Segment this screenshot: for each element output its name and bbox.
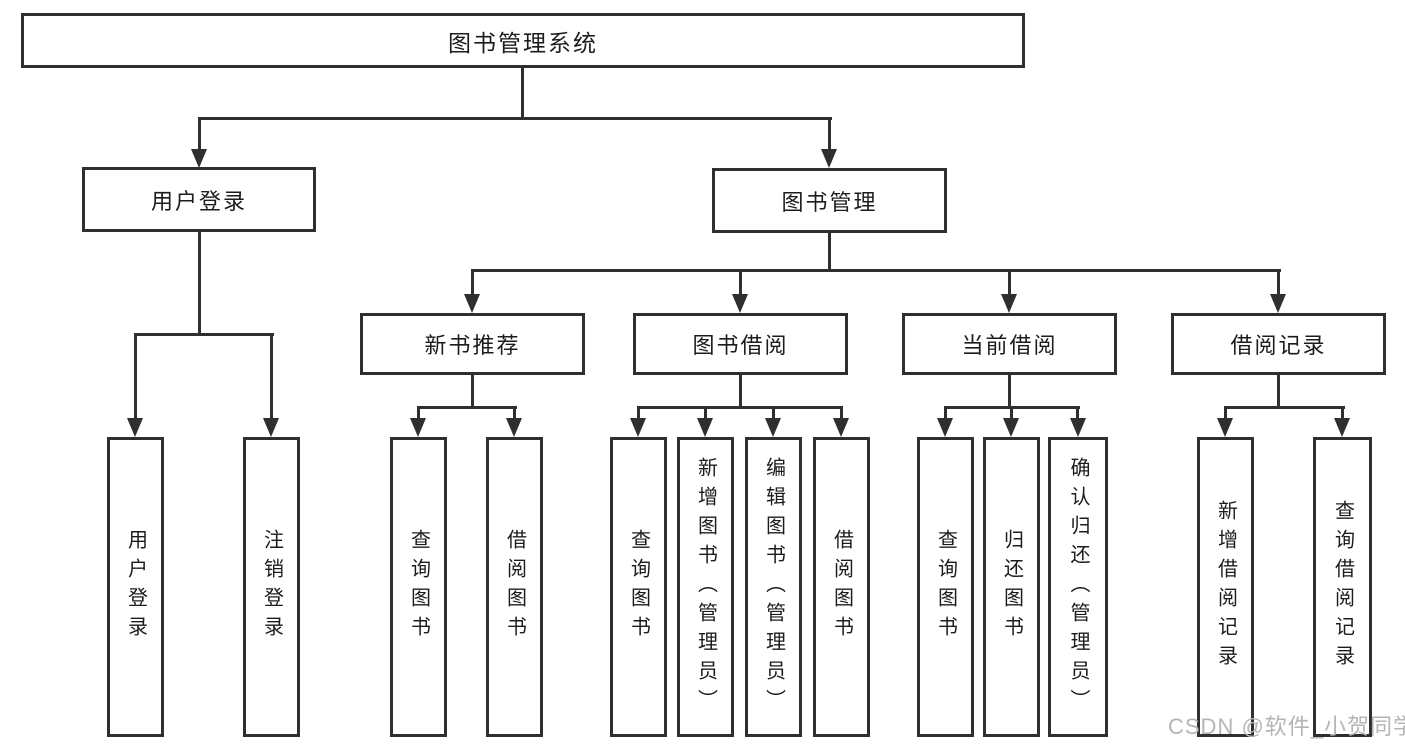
connector-line xyxy=(944,406,947,420)
connector-line xyxy=(270,333,273,419)
connector-line xyxy=(840,406,843,420)
connector-line xyxy=(471,373,474,408)
connector-line xyxy=(772,406,775,420)
connector-line xyxy=(1277,373,1280,408)
node-borrow-records: 借阅记录 xyxy=(1171,313,1386,375)
leaf-label: 新增图书（管理员） xyxy=(694,456,717,718)
leaf-label: 借阅图书 xyxy=(830,529,853,645)
leaf-label: 注销登录 xyxy=(260,529,283,645)
arrow-down-icon xyxy=(937,418,953,437)
arrow-down-icon xyxy=(1001,294,1017,313)
leaf-logout: 注销登录 xyxy=(243,437,300,737)
leaf-borrow-books: 借阅图书 xyxy=(813,437,870,737)
arrow-down-icon xyxy=(191,149,207,168)
connector-line xyxy=(1224,406,1227,420)
connector-line xyxy=(1008,269,1011,295)
arrow-down-icon xyxy=(1270,294,1286,313)
arrow-down-icon xyxy=(263,418,279,437)
connector-line xyxy=(637,406,843,409)
connector-line xyxy=(471,269,1281,272)
arrow-down-icon xyxy=(1003,418,1019,437)
leaf-label: 查询图书 xyxy=(627,529,650,645)
leaf-query-books-recommend: 查询图书 xyxy=(390,437,447,737)
csdn-watermark: CSDN @软件_小贺同学 xyxy=(1168,714,1405,739)
connector-line xyxy=(417,406,420,420)
connector-line xyxy=(637,406,640,420)
arrow-down-icon xyxy=(697,418,713,437)
arrow-down-icon xyxy=(464,294,480,313)
arrow-down-icon xyxy=(821,149,837,168)
connector-line xyxy=(1224,406,1345,409)
leaf-label: 新增借阅记录 xyxy=(1214,500,1237,674)
connector-line xyxy=(1341,406,1344,420)
connector-line xyxy=(1076,406,1079,420)
leaf-label: 查询图书 xyxy=(934,529,957,645)
leaf-user-login: 用户登录 xyxy=(107,437,164,737)
arrow-down-icon xyxy=(127,418,143,437)
arrow-down-icon xyxy=(765,418,781,437)
leaf-add-books-admin: 新增图书（管理员） xyxy=(677,437,734,737)
arrow-down-icon xyxy=(833,418,849,437)
connector-line xyxy=(198,117,832,120)
arrow-down-icon xyxy=(1334,418,1350,437)
leaf-label: 确认归还（管理员） xyxy=(1067,456,1089,718)
connector-line xyxy=(134,333,137,419)
arrow-down-icon xyxy=(1070,418,1086,437)
node-book-management: 图书管理 xyxy=(712,168,947,233)
leaf-borrow-books-recommend: 借阅图书 xyxy=(486,437,543,737)
node-book-borrow: 图书借阅 xyxy=(633,313,848,375)
arrow-down-icon xyxy=(1217,418,1233,437)
node-current-borrow: 当前借阅 xyxy=(902,313,1117,375)
connector-line xyxy=(198,117,201,150)
leaf-label: 归还图书 xyxy=(1000,529,1023,645)
leaf-label: 查询图书 xyxy=(407,529,430,645)
leaf-query-books-current: 查询图书 xyxy=(917,437,974,737)
connector-line xyxy=(1008,373,1011,408)
connector-line xyxy=(513,406,516,420)
connector-line xyxy=(739,269,742,295)
connector-line xyxy=(134,333,274,336)
leaf-label: 编辑图书（管理员） xyxy=(762,456,785,718)
leaf-return-books: 归还图书 xyxy=(983,437,1040,737)
arrow-down-icon xyxy=(506,418,522,437)
node-library-management-system: 图书管理系统 xyxy=(21,13,1025,68)
leaf-label: 用户登录 xyxy=(124,529,147,645)
node-new-book-recommend: 新书推荐 xyxy=(360,313,585,375)
leaf-label: 借阅图书 xyxy=(503,529,526,645)
leaf-query-borrow-record: 查询借阅记录 xyxy=(1313,437,1372,737)
arrow-down-icon xyxy=(410,418,426,437)
connector-line xyxy=(828,232,831,272)
leaf-add-borrow-record: 新增借阅记录 xyxy=(1197,437,1254,737)
connector-line xyxy=(739,373,742,408)
connector-line xyxy=(198,231,201,335)
connector-line xyxy=(521,66,524,119)
connector-line xyxy=(1277,269,1280,295)
leaf-edit-books-admin: 编辑图书（管理员） xyxy=(745,437,802,737)
connector-line xyxy=(417,406,517,409)
leaf-confirm-return-admin: 确认归还（管理员） xyxy=(1048,437,1108,737)
connector-line xyxy=(828,117,831,150)
leaf-label: 查询借阅记录 xyxy=(1331,500,1354,674)
connector-line xyxy=(704,406,707,420)
node-user-login: 用户登录 xyxy=(82,167,316,232)
arrow-down-icon xyxy=(732,294,748,313)
connector-line xyxy=(471,269,474,295)
leaf-query-books-borrow: 查询图书 xyxy=(610,437,667,737)
arrow-down-icon xyxy=(630,418,646,437)
connector-line xyxy=(1010,406,1013,420)
